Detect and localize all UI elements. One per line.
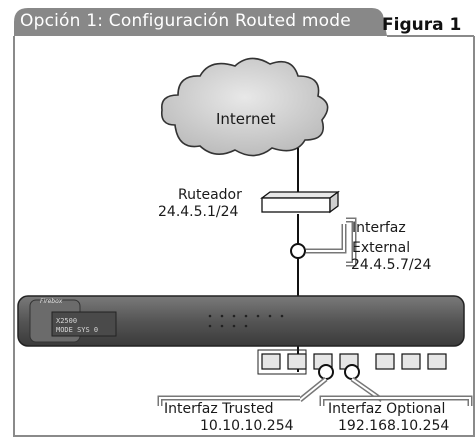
- figure-border: [13, 36, 475, 437]
- optional-interface-name: Interfaz Optional: [328, 401, 446, 417]
- firewall-appliance: [17, 295, 465, 375]
- title-tab: [14, 8, 387, 36]
- device-brand: Firebox: [40, 298, 63, 305]
- external-interface-label: Interfaz: [352, 220, 406, 236]
- external-interface-address: 24.4.5.7/24: [351, 257, 432, 273]
- lcd-line-1: X2500: [56, 317, 78, 325]
- trusted-interface-marker: [318, 364, 334, 380]
- optional-interface-address: 192.168.10.254: [338, 418, 450, 434]
- trusted-interface-address: 10.10.10.254: [200, 418, 294, 434]
- figure-label: Figura 1: [382, 15, 462, 35]
- internet-label: Internet: [216, 110, 276, 128]
- router-address: 24.4.5.1/24: [158, 204, 239, 220]
- title-tab-text: Opción 1: Configuración Routed mode: [20, 11, 351, 31]
- trusted-interface-name: Interfaz Trusted: [164, 401, 274, 417]
- external-interface-name: External: [352, 240, 411, 256]
- router-device: [260, 190, 340, 214]
- external-interface-marker: [290, 243, 306, 259]
- optional-interface-marker: [344, 364, 360, 380]
- router-name: Ruteador: [178, 187, 242, 203]
- lcd-line-2: MODE SYS 0: [56, 326, 99, 334]
- internet-cloud: [160, 57, 329, 157]
